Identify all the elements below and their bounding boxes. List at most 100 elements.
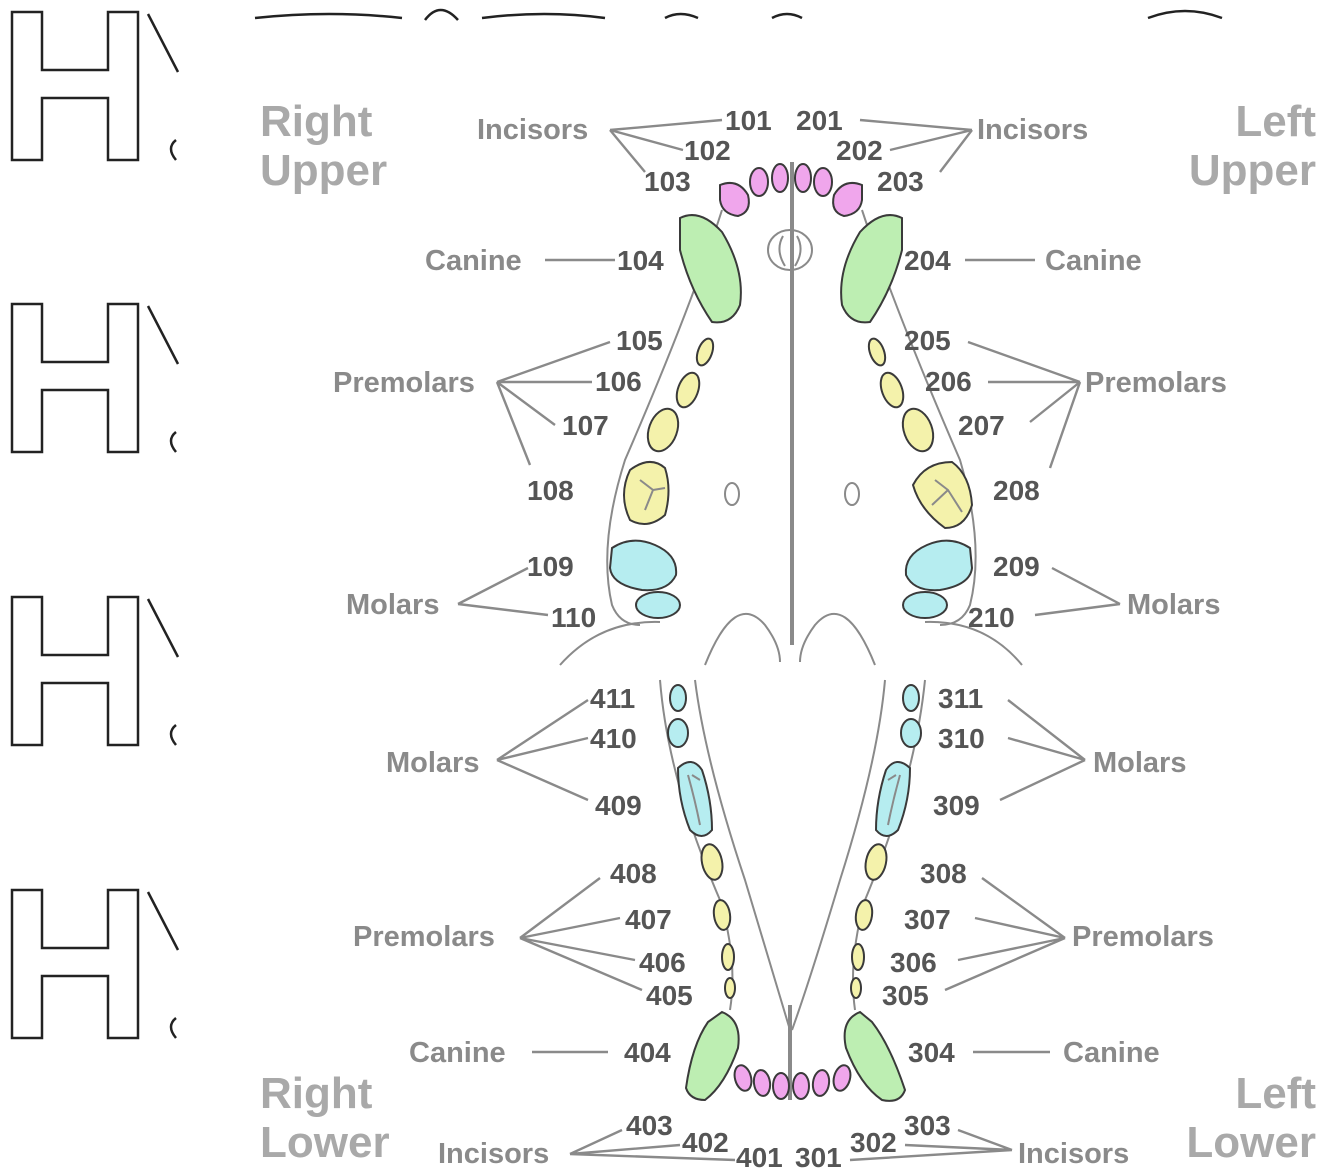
tooth-405-shape bbox=[725, 978, 735, 998]
leader-lines bbox=[458, 120, 1120, 1160]
tooth-411-shape bbox=[670, 685, 686, 711]
tooth-301-shape bbox=[793, 1073, 809, 1099]
tooth-number-104: 104 bbox=[617, 245, 664, 276]
label-premolars-lower-left: Premolars bbox=[1072, 921, 1214, 953]
quadrant-right-upper-line1: Right bbox=[260, 97, 373, 146]
tooth-number-311: 311 bbox=[938, 683, 983, 714]
label-incisors-upper-right: Incisors bbox=[477, 114, 588, 146]
quadrant-right-upper-line2: Upper bbox=[260, 146, 387, 195]
quadrant-left-lower-line1: Left bbox=[1235, 1069, 1316, 1118]
tooth-109-shape bbox=[610, 541, 676, 591]
tooth-306-shape bbox=[852, 944, 864, 970]
tooth-number-308: 308 bbox=[920, 858, 967, 889]
quadrant-left-lower-line2: Lower bbox=[1186, 1118, 1316, 1167]
tooth-number-402: 402 bbox=[682, 1127, 729, 1158]
tooth-406-shape bbox=[722, 944, 734, 970]
tooth-number-401: 401 bbox=[736, 1142, 783, 1171]
tooth-307-shape bbox=[854, 899, 874, 931]
label-incisors-upper-left: Incisors bbox=[977, 114, 1088, 146]
tooth-104-shape bbox=[680, 215, 741, 322]
tooth-number-110: 110 bbox=[551, 602, 596, 633]
tooth-number-106: 106 bbox=[595, 366, 642, 397]
tooth-110-shape bbox=[636, 592, 680, 618]
tooth-308-shape bbox=[862, 842, 889, 881]
tooth-number-206: 206 bbox=[925, 366, 972, 397]
tooth-number-307: 307 bbox=[904, 904, 951, 935]
tooth-number-102: 102 bbox=[684, 135, 731, 166]
tooth-number-404: 404 bbox=[624, 1037, 671, 1068]
tooth-number-303: 303 bbox=[904, 1110, 951, 1141]
tooth-108-shape bbox=[624, 462, 669, 524]
tooth-310-shape bbox=[901, 719, 921, 747]
partial-h-glyph-icon bbox=[12, 304, 178, 452]
tooth-number-207: 207 bbox=[958, 410, 1005, 441]
tooth-number-201: 201 bbox=[796, 105, 843, 136]
tooth-210-shape bbox=[903, 592, 947, 618]
label-molars-upper-right: Molars bbox=[346, 589, 439, 621]
tooth-311-shape bbox=[903, 685, 919, 711]
tooth-407-shape bbox=[712, 899, 732, 931]
tooth-401-shape bbox=[773, 1073, 789, 1099]
tooth-number-305: 305 bbox=[882, 980, 929, 1011]
tooth-403-shape bbox=[732, 1063, 754, 1092]
label-canine-lower-left: Canine bbox=[1063, 1037, 1160, 1069]
tooth-number-103: 103 bbox=[644, 166, 691, 197]
tooth-number-101: 101 bbox=[725, 105, 772, 136]
tooth-number-202: 202 bbox=[836, 135, 883, 166]
tooth-number-409: 409 bbox=[595, 790, 642, 821]
tooth-204-shape bbox=[841, 215, 902, 322]
tooth-number-310: 310 bbox=[938, 723, 985, 754]
tooth-106-shape bbox=[672, 370, 703, 411]
label-canine-upper-left: Canine bbox=[1045, 245, 1142, 277]
tooth-number-304: 304 bbox=[908, 1037, 955, 1068]
label-molars-upper-left: Molars bbox=[1127, 589, 1220, 621]
tooth-number-405: 405 bbox=[646, 980, 693, 1011]
quadrant-right-lower-line1: Right bbox=[260, 1069, 373, 1118]
top-cropped-shapes bbox=[255, 10, 1222, 20]
tooth-number-407: 407 bbox=[625, 904, 672, 935]
tooth-number-109: 109 bbox=[527, 551, 574, 582]
tooth-207-shape bbox=[897, 405, 938, 456]
label-incisors-lower-left: Incisors bbox=[1018, 1138, 1129, 1170]
tooth-number-410: 410 bbox=[590, 723, 637, 754]
tooth-number-406: 406 bbox=[639, 947, 686, 978]
partial-h-glyph-icon bbox=[12, 12, 178, 160]
label-canine-lower-right: Canine bbox=[409, 1037, 506, 1069]
tooth-107-shape bbox=[642, 405, 683, 456]
label-incisors-lower-right: Incisors bbox=[438, 1138, 549, 1170]
tooth-102-shape bbox=[750, 168, 768, 196]
tooth-101-shape bbox=[772, 164, 788, 192]
tooth-105-shape bbox=[694, 336, 717, 367]
label-molars-lower-left: Molars bbox=[1093, 747, 1186, 779]
quadrant-right-lower-line2: Lower bbox=[260, 1118, 390, 1167]
tooth-group-labels: Incisors Incisors Canine Canine Premolar… bbox=[333, 114, 1227, 1170]
tooth-209-shape bbox=[906, 541, 972, 591]
tooth-number-208: 208 bbox=[993, 475, 1040, 506]
quadrant-left-upper-line2: Upper bbox=[1189, 146, 1316, 195]
tooth-number-408: 408 bbox=[610, 858, 657, 889]
tooth-408-shape bbox=[698, 842, 725, 881]
tooth-206-shape bbox=[876, 370, 907, 411]
label-canine-upper-right: Canine bbox=[425, 245, 522, 277]
tooth-number-209: 209 bbox=[993, 551, 1040, 582]
tooth-number-302: 302 bbox=[850, 1127, 897, 1158]
label-premolars-upper-right: Premolars bbox=[333, 367, 475, 399]
tooth-203-shape bbox=[833, 183, 862, 216]
tooth-number-306: 306 bbox=[890, 947, 937, 978]
quadrant-left-upper-line1: Left bbox=[1235, 97, 1316, 146]
tooth-number-403: 403 bbox=[626, 1110, 673, 1141]
tooth-103-shape bbox=[720, 183, 749, 216]
tooth-number-108: 108 bbox=[527, 475, 574, 506]
tooth-305-shape bbox=[851, 978, 861, 998]
tooth-201-shape bbox=[795, 164, 811, 192]
tooth-404-shape bbox=[686, 1012, 739, 1100]
margin-glyphs bbox=[12, 12, 178, 1038]
label-premolars-lower-right: Premolars bbox=[353, 921, 495, 953]
tooth-number-301: 301 bbox=[795, 1142, 842, 1171]
tooth-402-shape bbox=[752, 1069, 771, 1097]
label-molars-lower-right: Molars bbox=[386, 747, 479, 779]
tooth-number-309: 309 bbox=[933, 790, 980, 821]
label-premolars-upper-left: Premolars bbox=[1085, 367, 1227, 399]
tooth-number-203: 203 bbox=[877, 166, 924, 197]
